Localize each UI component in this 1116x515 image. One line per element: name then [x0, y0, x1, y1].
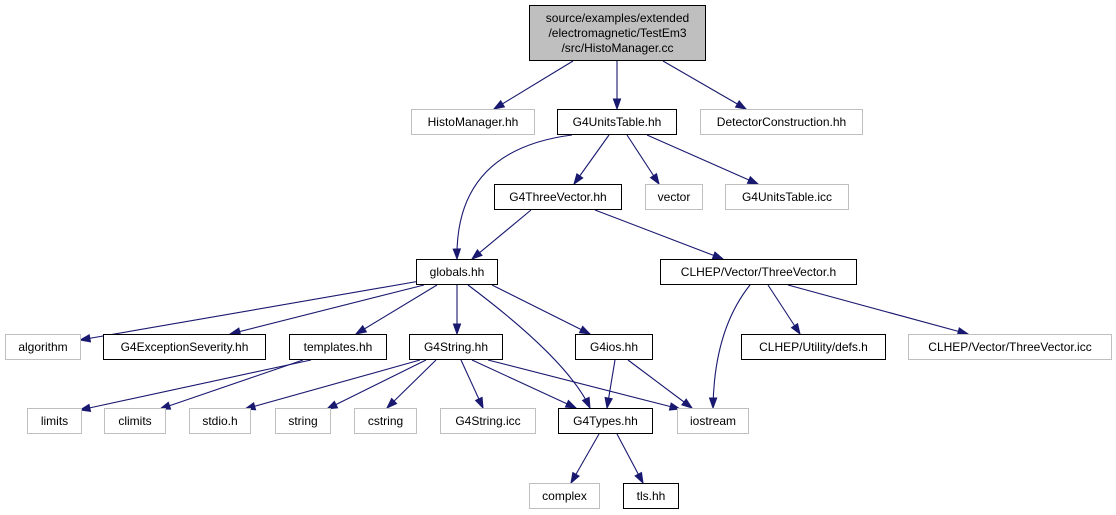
- node-vector[interactable]: vector: [645, 184, 703, 210]
- node-detectorconstruction-hh[interactable]: DetectorConstruction.hh: [700, 109, 863, 135]
- node-g4ios-hh[interactable]: G4ios.hh: [575, 334, 653, 360]
- edge-g4unitstable-to-g4unitstable-icc: [646, 134, 760, 185]
- edge-clhep-threevector-to-iostream: [708, 284, 751, 410]
- edge-templates-to-climits: [158, 359, 304, 410]
- edge-g4unitstable-to-vector: [626, 134, 660, 186]
- edge-clhep-threevector-to-defs: [767, 284, 801, 336]
- node-limits[interactable]: limits: [27, 408, 82, 434]
- node-globals-hh[interactable]: globals.hh: [416, 259, 498, 285]
- edge-g4ios-to-iostream: [627, 359, 694, 409]
- node-g4threevector-hh[interactable]: G4ThreeVector.hh: [494, 184, 622, 210]
- node-g4exceptionseverity-hh[interactable]: G4ExceptionSeverity.hh: [103, 334, 266, 360]
- node-g4string-hh[interactable]: G4String.hh: [409, 334, 503, 360]
- root-line-1: source/examples/extended: [545, 10, 690, 25]
- root-line-3: /src/HistoManager.cc: [561, 40, 674, 55]
- edge-globals-to-g4string: [452, 285, 462, 336]
- node-clhep-threevector-h[interactable]: CLHEP/Vector/ThreeVector.h: [660, 259, 857, 285]
- edge-templates-to-limits: [78, 359, 312, 412]
- edge-g4types-to-complex: [570, 433, 600, 485]
- node-climits[interactable]: climits: [104, 408, 166, 434]
- edge-g4string-to-string: [325, 359, 427, 410]
- node-complex[interactable]: complex: [529, 483, 600, 509]
- edge-root-to-detectorconstruction: [662, 60, 748, 110]
- edge-g4unitstable-to-g4threevector: [573, 134, 610, 186]
- node-stdio-h[interactable]: stdio.h: [189, 408, 251, 434]
- edge-g4types-to-tls: [616, 433, 644, 485]
- node-clhep-threevector-icc[interactable]: CLHEP/Vector/ThreeVector.icc: [908, 334, 1112, 360]
- node-templates-hh[interactable]: templates.hh: [289, 334, 387, 360]
- node-tls-hh[interactable]: tls.hh: [623, 483, 679, 509]
- node-g4unitstable-icc[interactable]: G4UnitsTable.icc: [725, 184, 849, 210]
- node-g4types-hh[interactable]: G4Types.hh: [558, 408, 653, 434]
- edge-root-to-g4unitstable: [612, 61, 622, 111]
- edge-g4string-to-g4types: [471, 359, 578, 409]
- edge-globals-to-g4types: [467, 284, 591, 410]
- node-g4unitstable-hh[interactable]: G4UnitsTable.hh: [557, 109, 677, 135]
- node-histomanager-hh[interactable]: HistoManager.hh: [411, 109, 535, 135]
- edge-globals-to-algorithm: [78, 280, 421, 343]
- edge-clhep-threevector-to-threevector-icc: [787, 284, 970, 336]
- edge-globals-to-templates: [354, 284, 438, 335]
- edge-g4threevector-to-globals: [470, 209, 532, 260]
- node-g4string-icc[interactable]: G4String.icc: [440, 408, 536, 434]
- edge-g4unitstable-to-globals: [452, 134, 573, 261]
- node-clhep-defs-h[interactable]: CLHEP/Utility/defs.h: [741, 334, 886, 360]
- node-histomanager-cc: source/examples/extended /electromagneti…: [529, 5, 706, 61]
- edge-globals-to-g4ios: [491, 284, 592, 335]
- node-string[interactable]: string: [275, 408, 331, 434]
- node-iostream[interactable]: iostream: [677, 408, 749, 434]
- edge-g4string-to-cstring: [385, 359, 437, 410]
- root-line-2: /electromagnetic/TestEm3: [548, 25, 687, 40]
- edge-root-to-histomanager: [492, 60, 574, 110]
- edge-g4ios-to-g4types: [604, 359, 616, 410]
- edge-g4string-to-g4string-icc: [460, 359, 484, 410]
- node-algorithm[interactable]: algorithm: [5, 334, 81, 360]
- node-cstring[interactable]: cstring: [354, 408, 417, 434]
- edge-g4threevector-to-clhep-threevector: [594, 209, 725, 260]
